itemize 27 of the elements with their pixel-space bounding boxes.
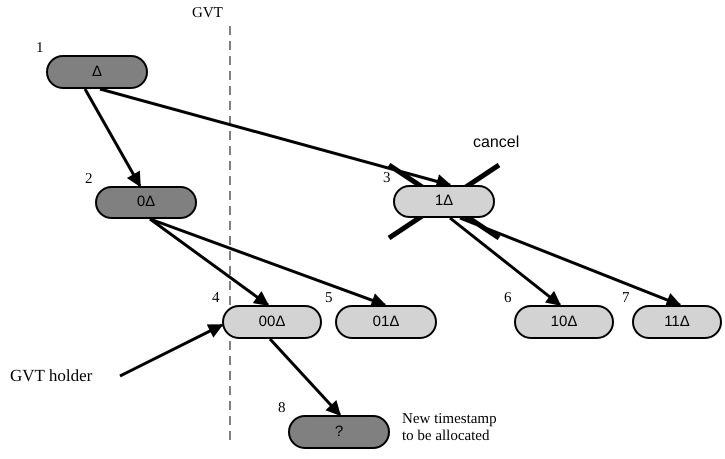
cancel-label: cancel (473, 135, 520, 151)
annotation-text: GVT holder (10, 367, 92, 384)
axis-label: GVT (192, 6, 223, 21)
arrow (84, 88, 142, 188)
pill-node: 11Δ (632, 305, 722, 339)
pill-node: 1Δ (393, 185, 495, 218)
node-number: 1 (36, 41, 44, 56)
node-number: 7 (622, 291, 630, 306)
arrow (149, 218, 386, 308)
arrow (459, 216, 682, 307)
pill-node: 01Δ (335, 305, 437, 339)
pill-node: 0Δ (95, 186, 197, 219)
pill-node: 10Δ (514, 305, 614, 339)
arrow (268, 338, 342, 416)
pill-node: 00Δ (222, 305, 322, 339)
node-note: New timestamp to be allocated (402, 411, 498, 445)
arrow (149, 218, 270, 306)
pill-node: ? (288, 415, 390, 449)
pill-node: Δ (46, 55, 148, 89)
arrow (119, 324, 224, 378)
node-number: 3 (383, 171, 390, 186)
node-number: 8 (278, 401, 286, 416)
arrow (449, 216, 562, 306)
node-number: 2 (85, 172, 92, 187)
node-number: 4 (212, 291, 220, 306)
node-number: 5 (325, 291, 332, 306)
node-number: 6 (504, 291, 512, 306)
